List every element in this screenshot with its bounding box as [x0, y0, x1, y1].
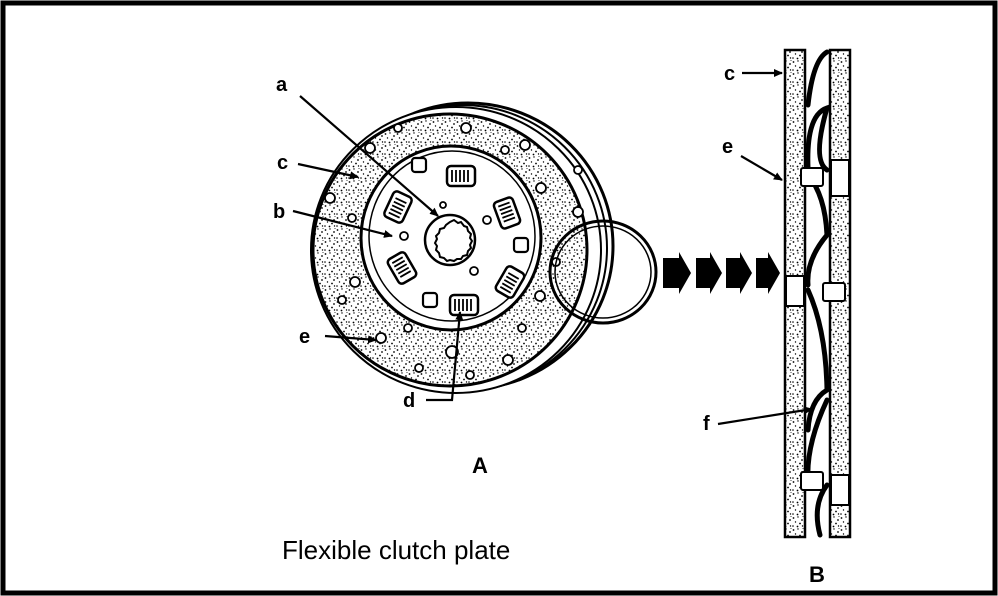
- label-b: b: [273, 201, 285, 223]
- lining-rivets: [324, 122, 584, 380]
- label-a: a: [276, 74, 288, 96]
- magnifier-ring: [548, 219, 658, 325]
- caption: Flexible clutch plate: [282, 535, 510, 565]
- view-a-label: A: [472, 453, 488, 478]
- label-d: d: [403, 390, 415, 412]
- label-b-c: c: [724, 63, 735, 85]
- label-c: c: [277, 152, 288, 174]
- label-e: e: [299, 326, 310, 348]
- torsion-springs: [383, 164, 526, 317]
- clutch-disc-view-a: [310, 101, 658, 394]
- label-b-f: f: [703, 413, 710, 435]
- cross-section-view-b: [783, 48, 852, 539]
- label-b-e: e: [722, 136, 733, 158]
- leader-lines: [292, 69, 813, 426]
- cushion-spring-segments: [805, 49, 831, 538]
- splined-hub: [423, 213, 477, 267]
- view-b-label: B: [809, 562, 825, 587]
- stop-pins: [410, 156, 530, 309]
- transition-arrows: [663, 252, 780, 294]
